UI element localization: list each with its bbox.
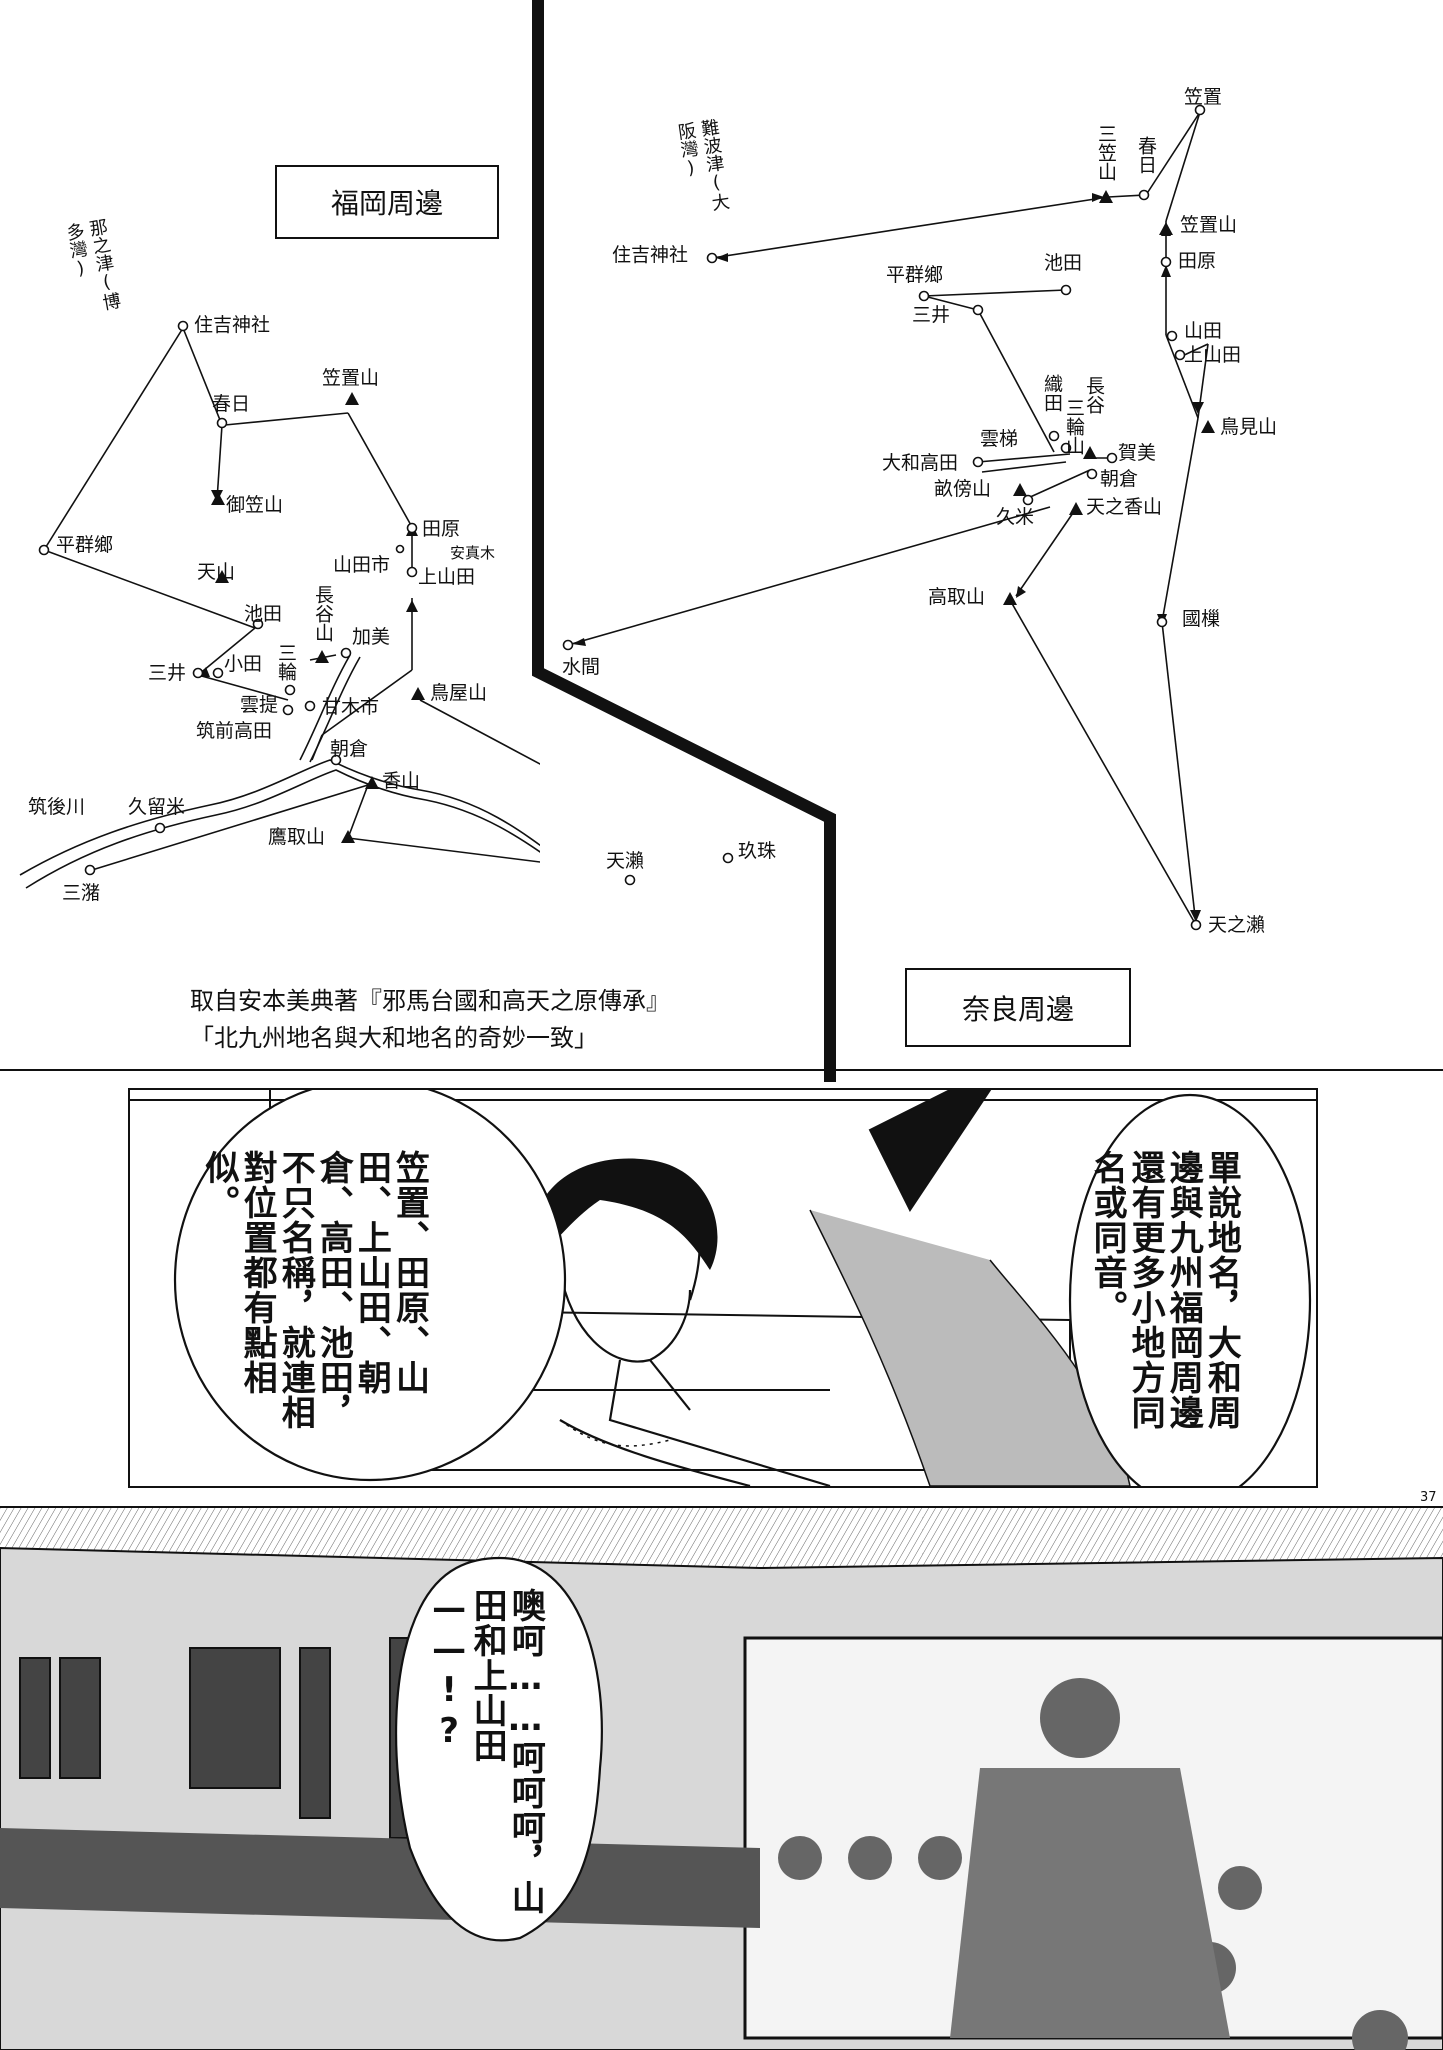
place-label: 大和高田 [882,452,959,474]
place-label: 筑前高田 [196,720,273,742]
place-label: 三輪山 [1063,398,1085,455]
place-label: 水間 [562,656,601,678]
place-label: 三輪 [275,643,297,681]
place-label: 平群鄉 [56,534,114,556]
map-panel: 福岡周邊 那之津(博多灣) 住吉神社 春日 笠置山 御笠山 平群鄉 天山 池田 … [0,0,1443,1082]
speech-bubble-left: 笠置、田原、山田、上山田、朝倉、高田、池田，不只名稱，就連相對位置都有點相似。 [199,1150,430,1430]
place-label: 天山 [197,561,236,583]
fukuoka-map-title: 福岡周邊 [275,165,499,239]
nara-route-lines [562,104,1215,931]
train-panel: 噢呵……呵呵呵，山田和上山田——!? [0,1506,1443,2050]
place-label: 朝倉 [1100,468,1139,490]
speech-bubble-exclaim: 噢呵……呵呵呵，山田和上山田——!? [429,1588,546,1915]
fukuoka-markers [38,320,734,886]
place-label: 小田 [224,653,263,675]
place-label: 畝傍山 [934,478,992,500]
place-label: 笠置山 [322,367,380,389]
page-number: 37 [1420,1490,1437,1505]
place-label: 玖珠 [738,840,777,862]
place-label: 天之香山 [1086,496,1163,518]
place-label: 雲提 [240,694,279,716]
place-label: 加美 [352,626,391,648]
place-label: 池田 [244,603,283,625]
place-label: 久米 [996,506,1035,528]
place-label: 三潴 [62,882,101,904]
place-label: 香山 [382,770,421,792]
place-label: 平群鄉 [886,264,944,286]
place-label: 鳥屋山 [430,682,488,704]
place-label: 山田 [1184,320,1223,342]
place-label: 住吉神社 [612,244,689,266]
place-label: 上山田 [418,566,476,588]
dialogue-panel: 單說地名，大和周邊與九州福岡周邊還有更多小地方同名或同音。 笠置、田原、山田、上… [128,1088,1318,1488]
nara-map-title: 奈良周邊 [905,968,1131,1047]
place-label: 國樔 [1182,608,1221,630]
place-label: 春日 [1135,136,1157,174]
place-label: 三井 [148,662,187,684]
place-label: 安真木 [450,544,496,562]
place-label: 長谷 [1083,376,1105,414]
place-label: 三井 [912,304,951,326]
place-label: 春日 [212,393,251,415]
place-label: 池田 [1044,252,1083,274]
place-label: 雲梯 [980,428,1019,450]
fukuoka-route-lines [19,327,540,889]
place-label: 笠置 [1184,86,1223,108]
source-caption-line1: 取自安本美典著『邪馬台國和高天之原傳承』 [190,987,670,1015]
place-label: 朝倉 [330,738,369,760]
place-label: 鳥見山 [1220,416,1278,438]
panel-illustration [130,1090,1316,1486]
place-label: 高取山 [928,586,986,608]
place-label: 鷹取山 [268,826,326,848]
place-label: 賀美 [1118,442,1157,464]
place-label: 三笠山 [1095,124,1117,181]
map-divider [0,0,1443,1082]
place-label: 長谷山 [312,585,334,642]
place-label: 笠置山 [1180,214,1238,236]
train-illustration [0,1508,1443,2050]
place-label: 上山田 [1184,344,1242,366]
place-label: 織田 [1041,374,1063,412]
place-label: 山田市 [333,554,391,576]
place-label: 筑後川 [28,796,86,818]
place-label: 御笠山 [226,494,284,516]
place-label: 久留米 [128,796,186,818]
source-caption-line2: 「北九州地名與大和地名的奇妙一致」 [190,1024,598,1052]
place-label: 住吉神社 [194,314,271,336]
place-label: 天瀨 [606,850,645,872]
place-label: 田原 [422,518,461,540]
place-label: 田原 [1178,250,1217,272]
speech-bubble-shape [394,1556,603,1942]
speech-bubble-right: 單說地名，大和周邊與九州福岡周邊還有更多小地方同名或同音。 [1087,1150,1242,1430]
place-label: 天之瀨 [1208,914,1266,936]
place-label: 甘木市 [322,696,380,718]
